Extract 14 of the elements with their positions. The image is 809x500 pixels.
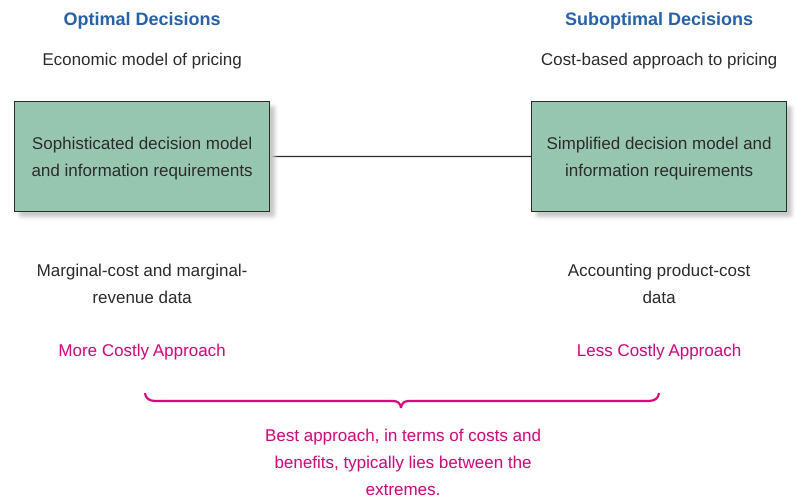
process-box xyxy=(14,101,270,212)
conclusion-note: Best approach, in terms of costs and benefits, typically lies between the extremes. xyxy=(264,425,542,500)
process-box xyxy=(531,101,787,212)
data-description: Marginal-cost and marginal-revenue data xyxy=(36,260,248,309)
data-description: Accounting product-cost data xyxy=(566,260,752,309)
connector-line xyxy=(270,156,531,158)
cost-note: Less Costly Approach xyxy=(576,340,742,362)
column-subheading: Economic model of pricing xyxy=(41,49,243,71)
column-heading: Optimal Decisions xyxy=(62,8,222,31)
column-subheading: Cost-based approach to pricing xyxy=(540,49,778,71)
box-text: Simplified decision model and information requirements xyxy=(546,132,772,182)
column-heading: Suboptimal Decisions xyxy=(564,8,754,31)
box-text: Sophisticated decision model and information requirements xyxy=(30,132,254,182)
cost-note: More Costly Approach xyxy=(57,340,227,362)
